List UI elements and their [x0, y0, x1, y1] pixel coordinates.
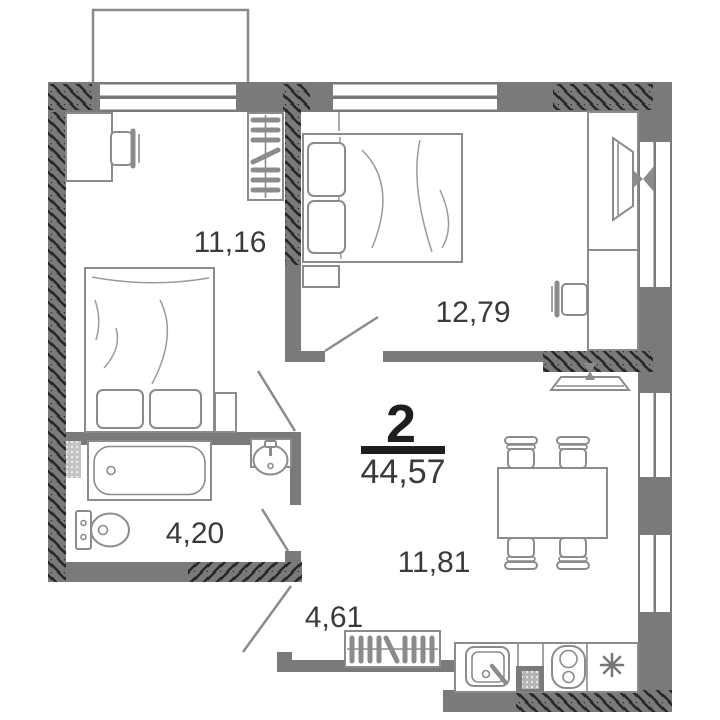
wall-bathroom-right: [290, 432, 301, 505]
dining-set: [497, 436, 608, 570]
bedroom-1-area-label: 11,16: [194, 226, 267, 259]
flat-summary: 2 44,57: [360, 394, 445, 491]
hallway-area-label: 4,61: [305, 601, 363, 634]
door-leaf-icon: [241, 585, 293, 653]
window-icon: [100, 84, 236, 110]
chair-icon: [110, 128, 140, 169]
duct-shaft-icon: [516, 666, 544, 692]
tv-icon: [612, 136, 654, 222]
desk-icon: [65, 112, 113, 182]
bedroom-2-area-label: 12,79: [435, 296, 510, 329]
window-icon: [640, 142, 670, 287]
nightstand-icon: [302, 265, 340, 288]
pillow-icon: [149, 389, 202, 429]
pillow-icon: [307, 142, 346, 197]
window-icon: [640, 393, 670, 477]
kitchen-living-room: [454, 363, 639, 693]
bathtub-icon: [87, 440, 212, 501]
hallway: [344, 630, 441, 668]
total-area-label: 44,57: [360, 453, 445, 491]
window-icon: [333, 84, 497, 131]
nightstand-icon: [214, 392, 237, 433]
wall-hatching: [48, 84, 672, 712]
windows: [100, 84, 670, 612]
window-icon: [640, 535, 670, 612]
room-area-labels: 11,16 12,79 4,20 11,81 4,61: [166, 226, 511, 634]
wall-bedroom2-bottom-left: [290, 351, 325, 362]
wall-bedroom2-bottom-right: [383, 351, 543, 362]
desk-icon: [587, 249, 639, 351]
door-leaf-icon: [256, 370, 297, 432]
stove-icon: [551, 645, 586, 689]
wardrobe-hangers-icon: [247, 112, 284, 201]
wardrobe-hangers-icon: [344, 630, 441, 668]
dining-table-icon: [497, 467, 608, 539]
summary-divider: [361, 446, 445, 454]
duct-shaft-icon: [66, 441, 81, 478]
chair-icon: [556, 436, 590, 469]
chair-icon: [504, 537, 538, 570]
fridge-snowflake-icon: [599, 652, 625, 678]
kitchen-sink-icon: [465, 646, 510, 687]
chair-icon: [551, 280, 588, 318]
bedroom-2: [302, 111, 654, 351]
chair-icon: [556, 537, 590, 570]
pillow-icon: [96, 389, 144, 429]
flat-type-label: 2: [386, 394, 416, 454]
bathroom: [66, 438, 292, 550]
pillow-icon: [307, 200, 346, 254]
bathroom-area-label: 4,20: [166, 517, 224, 550]
doors: [241, 315, 379, 653]
kitchen-living-area-label: 11,81: [398, 546, 471, 579]
double-bed-icon: [84, 267, 215, 433]
bedroom-1: [65, 112, 284, 433]
tv-icon: [548, 363, 632, 391]
washbasin-icon: [250, 438, 292, 476]
balcony-icon: [91, 8, 250, 86]
kitchen-counter: [454, 642, 639, 693]
double-bed-icon: [302, 133, 463, 263]
door-leaf-icon: [260, 508, 290, 552]
door-leaf-icon: [324, 315, 379, 353]
toilet-icon: [75, 510, 130, 550]
chair-icon: [504, 436, 538, 469]
